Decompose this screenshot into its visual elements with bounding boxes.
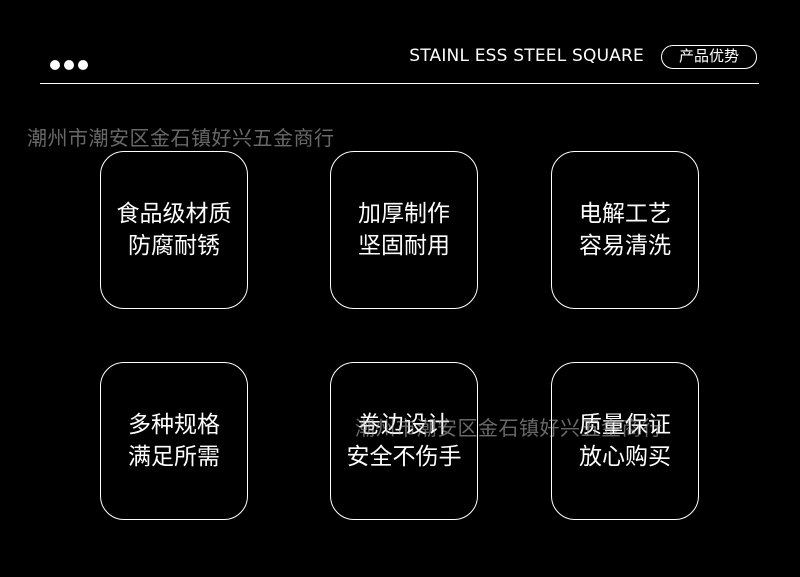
dot [78, 60, 88, 70]
feature-card-quality: 质量保证 放心购买 [551, 362, 699, 520]
feature-line-2: 放心购买 [579, 444, 671, 470]
feature-line-2: 安全不伤手 [346, 444, 462, 470]
feature-line-2: 坚固耐用 [358, 233, 450, 259]
feature-card-sizes: 多种规格 满足所需 [100, 362, 248, 520]
feature-line-1: 质量保证 [579, 412, 671, 438]
watermark: 潮州市潮安区金石镇好兴五金商行 [355, 416, 663, 440]
feature-line-2: 容易清洗 [579, 233, 671, 259]
menu-dots-icon [50, 60, 88, 70]
header-divider [40, 83, 759, 84]
feature-card-rolled-edge: 卷边设计 安全不伤手 [330, 362, 478, 520]
feature-line-1: 多种规格 [128, 412, 220, 438]
feature-card-food-grade: 食品级材质 防腐耐锈 [100, 151, 248, 309]
feature-line-2: 满足所需 [128, 444, 220, 470]
feature-line-1: 电解工艺 [579, 201, 671, 227]
feature-card-electrolytic: 电解工艺 容易清洗 [551, 151, 699, 309]
dot [50, 60, 60, 70]
feature-line-1: 食品级材质 [116, 201, 232, 227]
feature-line-1: 加厚制作 [358, 201, 450, 227]
header-badge: 产品优势 [661, 45, 757, 69]
feature-line-1: 卷边设计 [358, 412, 450, 438]
dot [64, 60, 74, 70]
feature-line-2: 防腐耐锈 [128, 233, 220, 259]
header-title: STAINL ESS STEEL SQUARE [409, 46, 644, 66]
feature-card-thickened: 加厚制作 坚固耐用 [330, 151, 478, 309]
watermark: 潮州市潮安区金石镇好兴五金商行 [27, 126, 335, 150]
